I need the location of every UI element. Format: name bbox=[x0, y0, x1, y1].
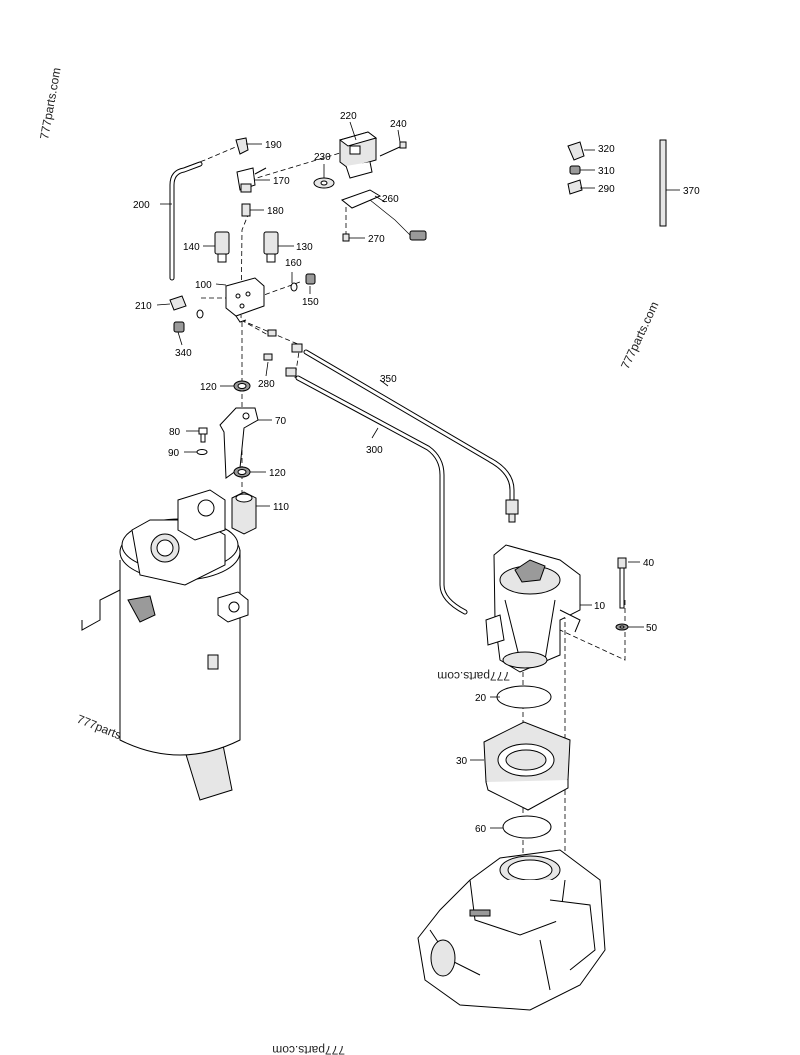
callout-230: 230 bbox=[314, 152, 331, 163]
watermark-center-flipped: 777parts.com bbox=[437, 669, 510, 683]
callout-300: 300 bbox=[366, 445, 383, 456]
callout-240: 240 bbox=[390, 119, 407, 130]
valve-170 bbox=[236, 167, 267, 193]
callout-210: 210 bbox=[135, 301, 152, 312]
compressor-housing bbox=[417, 849, 606, 1011]
fitting-nipple-a bbox=[267, 329, 277, 337]
callout-370: 370 bbox=[683, 186, 700, 197]
elbow-210 bbox=[169, 295, 187, 311]
receiver-tank bbox=[81, 489, 249, 801]
tube-350 bbox=[303, 349, 515, 503]
rod-370 bbox=[659, 139, 667, 227]
elbow-190 bbox=[235, 137, 249, 155]
elbow-320 bbox=[567, 141, 585, 161]
callout-60: 60 bbox=[475, 824, 487, 835]
sensor-140 bbox=[214, 231, 230, 263]
fitting-310 bbox=[569, 165, 581, 175]
nut-350-end bbox=[291, 343, 303, 353]
fitting-290 bbox=[567, 179, 583, 195]
callout-80: 80 bbox=[169, 427, 181, 438]
screw-240 bbox=[379, 141, 407, 157]
o-ring-20 bbox=[496, 685, 552, 709]
bolt-80 bbox=[198, 427, 208, 443]
callout-120-lower: 120 bbox=[269, 468, 286, 479]
watermark-bottom-flipped: 777parts.com bbox=[272, 1043, 345, 1055]
callout-130: 130 bbox=[296, 242, 313, 253]
callout-40: 40 bbox=[643, 558, 655, 569]
callout-labels: 10 20 30 40 50 60 70 80 90 100 110 120 1… bbox=[133, 111, 700, 835]
tube-350-fitting bbox=[505, 499, 519, 515]
fitting-150 bbox=[305, 273, 316, 285]
nut-300-end bbox=[285, 367, 297, 377]
callout-140: 140 bbox=[183, 242, 200, 253]
tube-300 bbox=[295, 375, 468, 615]
sensor-130 bbox=[263, 231, 279, 263]
callout-220: 220 bbox=[340, 111, 357, 122]
callout-10: 10 bbox=[594, 601, 606, 612]
callout-90: 90 bbox=[168, 448, 180, 459]
callout-290: 290 bbox=[598, 184, 615, 195]
valve-housing-10 bbox=[485, 544, 581, 673]
adapter-30 bbox=[483, 721, 571, 811]
callout-70: 70 bbox=[275, 416, 287, 427]
washer-50 bbox=[615, 623, 629, 631]
cable-260 bbox=[340, 189, 427, 241]
callout-200: 200 bbox=[133, 200, 150, 211]
washer-160 bbox=[290, 282, 298, 292]
callout-260: 260 bbox=[382, 194, 399, 205]
callout-320: 320 bbox=[598, 144, 615, 155]
callout-30: 30 bbox=[456, 756, 468, 767]
callout-170: 170 bbox=[273, 176, 290, 187]
callout-350: 350 bbox=[380, 374, 397, 385]
seal-230 bbox=[313, 177, 335, 189]
fitting-110 bbox=[231, 491, 257, 535]
callout-340: 340 bbox=[175, 348, 192, 359]
o-ring-60 bbox=[502, 815, 552, 839]
fitting-180 bbox=[241, 203, 251, 217]
tube-200 bbox=[169, 161, 203, 281]
bracket-70 bbox=[219, 407, 259, 479]
callout-120-upper: 120 bbox=[200, 382, 217, 393]
leader-lines bbox=[156, 121, 680, 829]
watermark-right: 777parts.com bbox=[618, 299, 661, 371]
solenoid-coil-220 bbox=[338, 131, 378, 179]
screw-270 bbox=[342, 233, 350, 242]
callout-50: 50 bbox=[646, 623, 658, 634]
fitting-340 bbox=[173, 321, 185, 333]
valve-block-100 bbox=[225, 277, 265, 323]
callout-190: 190 bbox=[265, 140, 282, 151]
seal-small bbox=[196, 309, 204, 319]
callout-100: 100 bbox=[195, 280, 212, 291]
callout-150: 150 bbox=[302, 297, 319, 308]
callout-310: 310 bbox=[598, 166, 615, 177]
callout-160: 160 bbox=[285, 258, 302, 269]
washer-90 bbox=[196, 449, 208, 455]
callout-20: 20 bbox=[475, 693, 487, 704]
callout-270: 270 bbox=[368, 234, 385, 245]
callout-110: 110 bbox=[273, 502, 289, 513]
callout-280: 280 bbox=[258, 379, 275, 390]
callout-180: 180 bbox=[267, 206, 284, 217]
watermark-top-left: 777parts.com bbox=[37, 66, 63, 140]
bolt-40 bbox=[617, 557, 627, 609]
fitting-280 bbox=[263, 353, 273, 361]
